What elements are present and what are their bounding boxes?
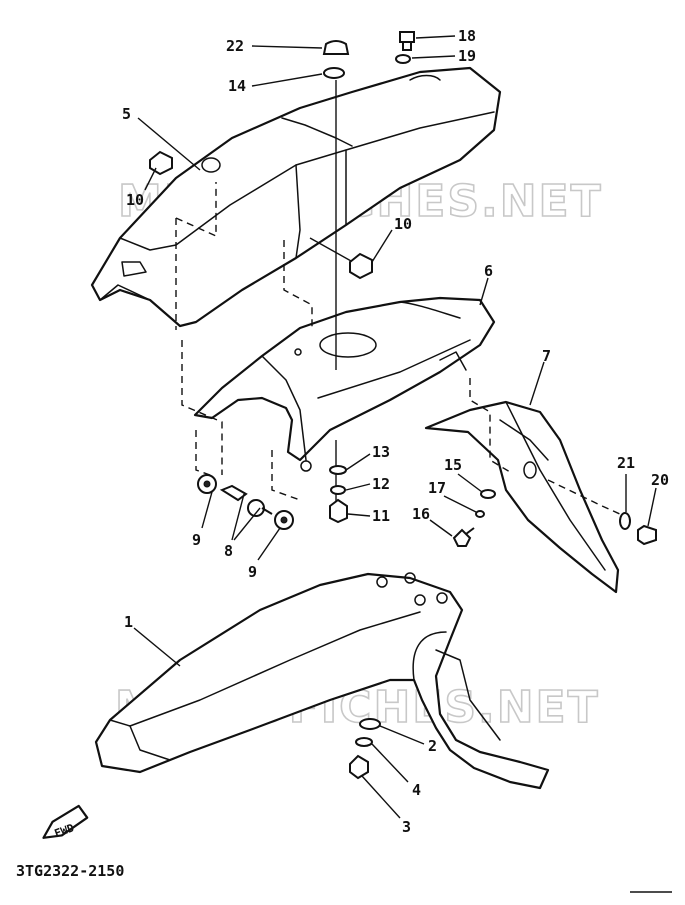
callout-9-right: 9 — [248, 563, 257, 581]
callout-16: 16 — [412, 505, 430, 523]
bolt-icon — [399, 31, 415, 43]
callout-2: 2 — [428, 737, 437, 755]
callout-11: 11 — [372, 507, 390, 525]
callout-5: 5 — [122, 105, 131, 123]
nut-icon-right — [349, 252, 373, 280]
rear-fender-middle — [193, 296, 496, 472]
callout-8: 8 — [224, 542, 233, 560]
callout-7: 7 — [542, 347, 551, 365]
callout-21: 21 — [617, 454, 635, 472]
washer-icon — [323, 67, 345, 79]
nut-icon-left — [149, 150, 173, 176]
callout-14: 14 — [228, 77, 246, 95]
callout-18: 18 — [458, 27, 476, 45]
fwd-arrow-icon: FWD — [42, 804, 89, 840]
assembly-lines — [175, 80, 623, 516]
callout-9-left: 9 — [192, 531, 201, 549]
callout-6: 6 — [484, 262, 493, 280]
callout-22: 22 — [226, 37, 244, 55]
callout-15: 15 — [444, 456, 462, 474]
callout-1: 1 — [124, 613, 133, 631]
callout-10-right: 10 — [394, 215, 412, 233]
cap-nut-icon — [322, 40, 350, 55]
callout-12: 12 — [372, 475, 390, 493]
rear-flap — [424, 400, 620, 594]
callout-4: 4 — [412, 781, 421, 799]
rear-fender-upper — [90, 66, 502, 328]
callout-leaders — [133, 35, 657, 819]
hardware — [149, 31, 657, 780]
callout-13: 13 — [372, 443, 390, 461]
callout-3: 3 — [402, 818, 411, 836]
callout-17: 17 — [428, 479, 446, 497]
front-fender — [94, 572, 550, 790]
drawing-code: 3TG2322-2150 — [16, 862, 124, 880]
callout-19: 19 — [458, 47, 476, 65]
callout-10-left: 10 — [126, 191, 144, 209]
callout-labels: 22 14 18 19 5 10 10 6 7 9 8 9 13 12 11 1… — [122, 27, 669, 836]
callout-20: 20 — [651, 471, 669, 489]
